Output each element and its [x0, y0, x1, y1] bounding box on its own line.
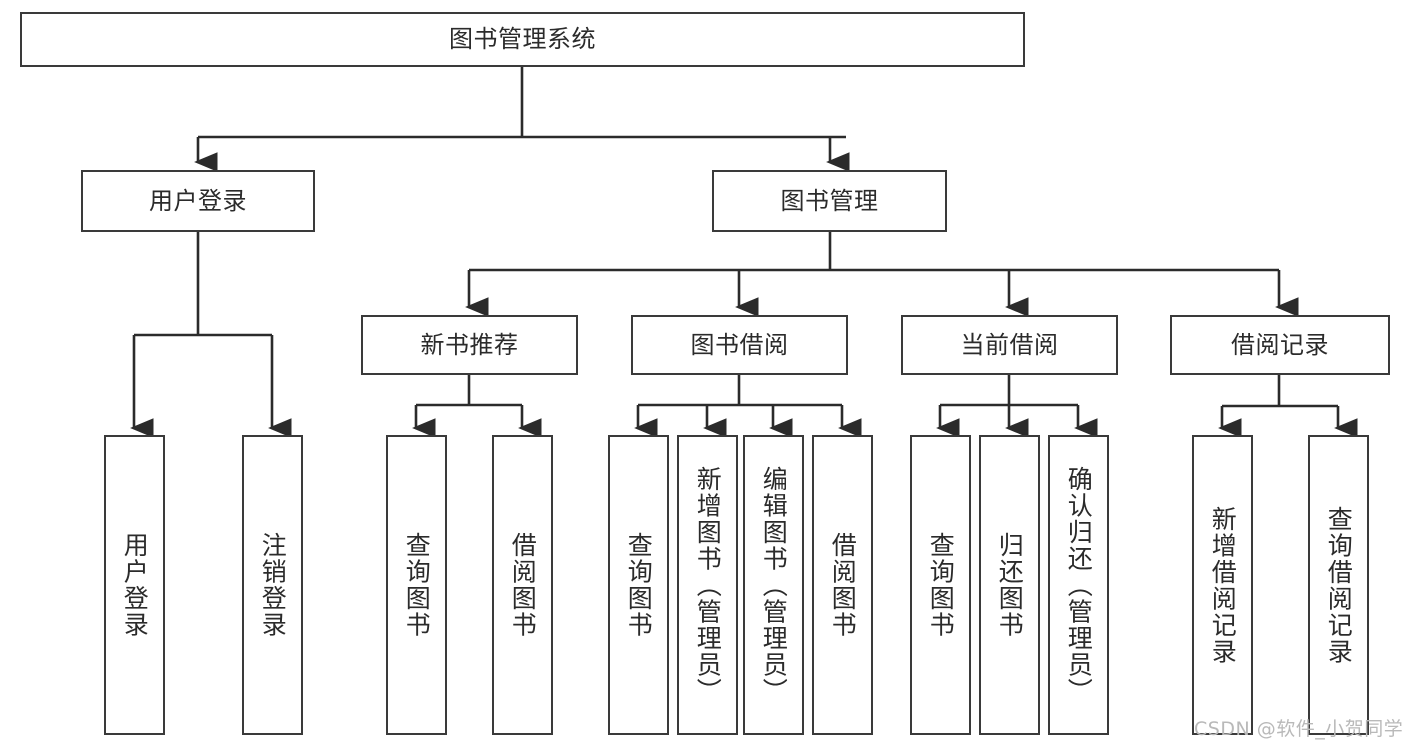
node-root-book-management-system[interactable]: 图书管理系统	[20, 12, 1025, 67]
node-label: 用户登录	[149, 186, 247, 215]
node-leaf-confirm-return[interactable]: 确认归还（管理员）	[1048, 435, 1109, 735]
node-leaf-add-book[interactable]: 新增图书（管理员）	[677, 435, 738, 735]
node-label: 查询借阅记录	[1324, 505, 1354, 665]
node-leaf-query-book-borrow[interactable]: 查询图书	[608, 435, 669, 735]
node-label: 借阅图书	[828, 532, 858, 638]
node-label: 查询图书	[402, 532, 432, 638]
node-label: 当前借阅	[960, 330, 1059, 359]
node-leaf-query-borrow-record[interactable]: 查询借阅记录	[1308, 435, 1369, 735]
node-borrow-record[interactable]: 借阅记录	[1170, 315, 1390, 375]
node-leaf-user-logout[interactable]: 注销登录	[242, 435, 303, 735]
node-label: 注销登录	[258, 532, 288, 638]
node-label: 确认归还（管理员）	[1064, 465, 1094, 705]
node-label: 借阅记录	[1231, 330, 1329, 359]
node-leaf-query-book-recommend[interactable]: 查询图书	[386, 435, 447, 735]
node-label: 编辑图书（管理员）	[759, 465, 789, 705]
node-leaf-user-login[interactable]: 用户登录	[104, 435, 165, 735]
csdn-watermark: CSDN @软件_小贺同学	[1194, 718, 1404, 740]
node-new-book-recommend[interactable]: 新书推荐	[361, 315, 578, 375]
node-leaf-add-borrow-record[interactable]: 新增借阅记录	[1192, 435, 1253, 735]
node-leaf-return-book[interactable]: 归还图书	[979, 435, 1040, 735]
node-current-borrow[interactable]: 当前借阅	[901, 315, 1118, 375]
node-label: 借阅图书	[508, 532, 538, 638]
node-label: 新增图书（管理员）	[693, 465, 723, 705]
node-book-management[interactable]: 图书管理	[712, 170, 947, 232]
node-user-login[interactable]: 用户登录	[81, 170, 315, 232]
node-leaf-edit-book[interactable]: 编辑图书（管理员）	[743, 435, 804, 735]
node-label: 查询图书	[624, 532, 654, 638]
node-label: 新增借阅记录	[1208, 505, 1238, 665]
node-label: 图书管理系统	[449, 25, 596, 54]
node-book-borrow[interactable]: 图书借阅	[631, 315, 848, 375]
node-label: 新书推荐	[420, 330, 519, 359]
node-leaf-borrow-book-recommend[interactable]: 借阅图书	[492, 435, 553, 735]
node-label: 用户登录	[120, 532, 150, 638]
node-label: 查询图书	[926, 532, 956, 638]
node-leaf-borrow-book[interactable]: 借阅图书	[812, 435, 873, 735]
node-label: 图书管理	[780, 186, 879, 215]
node-label: 图书借阅	[690, 330, 789, 359]
node-label: 归还图书	[995, 532, 1025, 638]
node-leaf-query-book-current[interactable]: 查询图书	[910, 435, 971, 735]
